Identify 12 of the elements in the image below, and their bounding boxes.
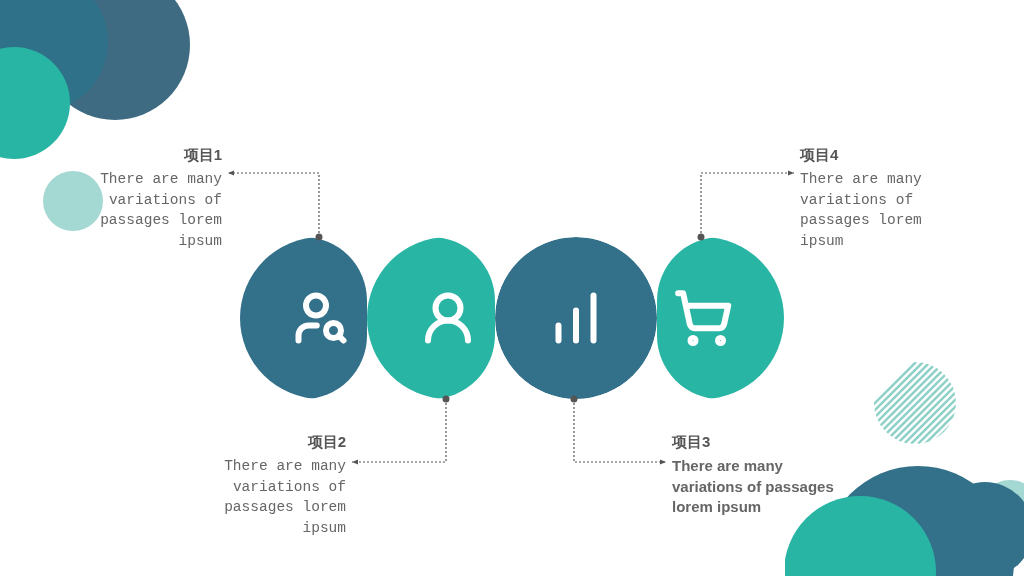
item-title: 项目2 [307,432,346,452]
dotted-connector [697,170,795,241]
item-description: There are many variations of passages lorem ipsum [99,170,222,251]
item-title: 项目1 [183,145,222,165]
item-description: There are many variations of passages lorem ipsum [672,456,835,517]
item-description: There are many variations of passages lorem ipsum [800,170,923,251]
dotted-connector [351,395,450,465]
dotted-connector [227,170,323,241]
item-title: 项目4 [800,145,839,165]
item-description: There are many variations of passages lorem ipsum [223,457,346,538]
item-title: 项目3 [672,432,711,452]
dotted-connector [570,395,667,465]
